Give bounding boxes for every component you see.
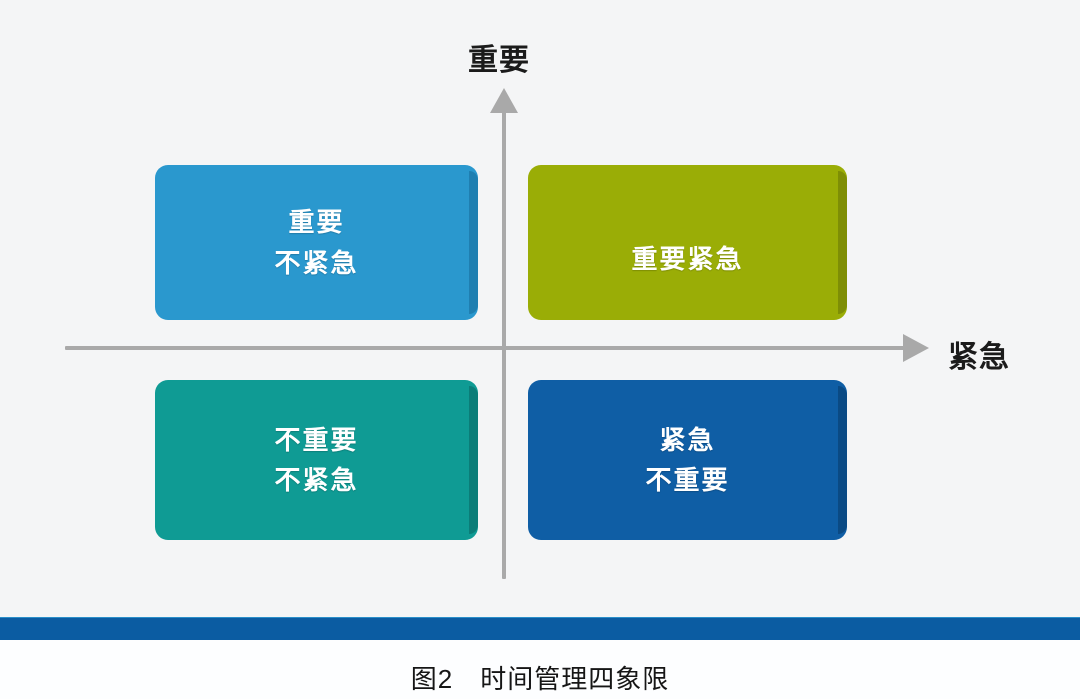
y-axis-line [502,110,506,579]
quadrant-label-line-2: 不重要 [645,465,730,495]
quadrant-urgent-not-important[interactable]: 紧急 不重要 [528,380,847,540]
quadrant-bevel [838,171,847,314]
x-axis-line [65,346,920,350]
quadrant-important-not-urgent[interactable]: 重要 不紧急 [155,165,478,320]
quadrant-label-line-1: 不重要 [274,424,359,455]
quadrant-label-line-1: 重要紧急 [631,244,744,275]
arrow-right-icon [903,334,929,362]
quadrant-bevel [469,171,478,314]
quadrant-label-line-1: 重要 [288,207,345,238]
y-axis-label: 重要 [468,44,530,77]
quadrant-important-urgent[interactable]: 重要紧急 [528,165,847,320]
quadrant-bevel [838,386,847,534]
quadrant-label-line-2: 不紧急 [274,465,359,495]
quadrant-label-line-1: 紧急 [659,424,716,455]
quadrant-bevel [469,386,478,534]
footer-zone [0,640,1080,699]
figure-caption: 图2 时间管理四象限 [410,664,670,694]
x-axis-label: 紧急 [948,341,1010,374]
quadrant-not-important-not-urgent[interactable]: 不重要 不紧急 [155,380,478,540]
divider-bar [0,617,1080,640]
arrow-up-icon [490,88,518,113]
quadrant-label-line-2: 不紧急 [274,247,359,278]
